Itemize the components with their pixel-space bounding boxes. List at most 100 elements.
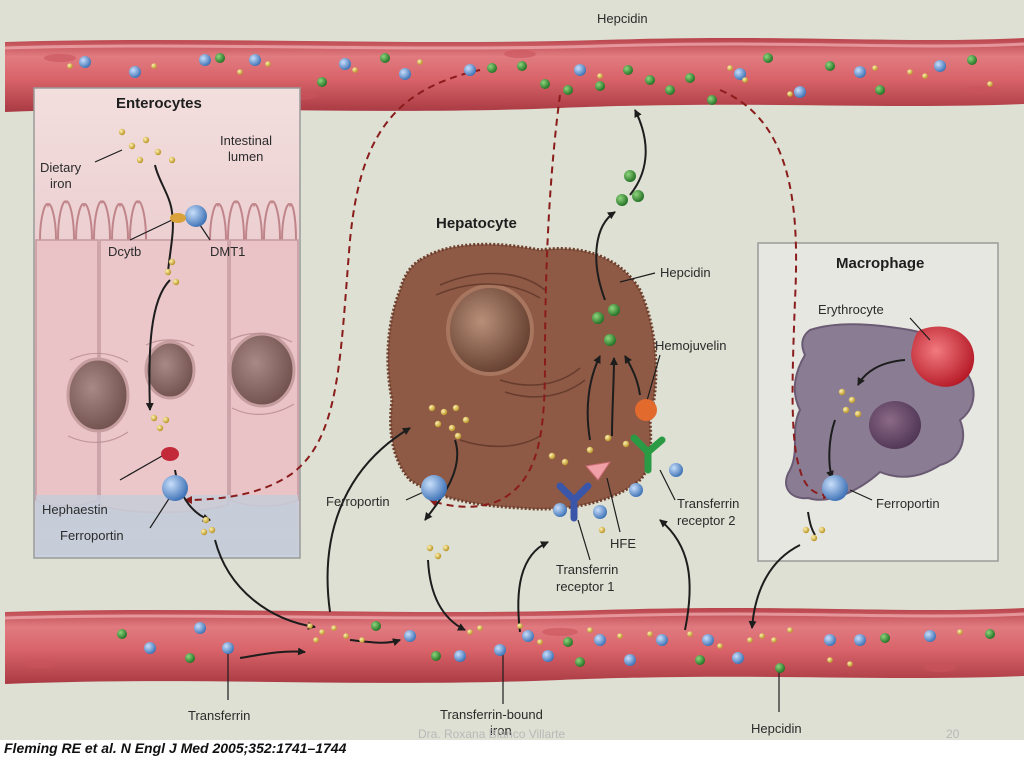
iron-molecule [604,434,612,442]
hepcidin-molecule [592,312,604,324]
hepcidin-molecule [880,633,890,643]
iron-molecule [477,625,483,631]
transferrin-molecule [734,68,746,80]
label-dietary-iron-1: Dietary [40,160,82,175]
hfe-protein [585,461,612,481]
hepcidin-molecule [825,61,835,71]
iron-molecule [128,142,136,150]
iron-molecule [359,637,365,643]
enterocyte-nucleus-1 [66,357,130,433]
label-hephaestin: Hephaestin [42,502,108,517]
enterocyte-nucleus-2 [144,340,196,400]
label-dmt1: DMT1 [210,244,245,259]
transferrin-receptor-2 [630,434,666,474]
iron-molecule [587,627,593,633]
transferrin-molecule [194,622,206,634]
iron-molecule [313,637,319,643]
iron-molecule [597,73,603,79]
ferroportin-hepatocyte-channel [421,475,447,501]
label-intestinal-lumen-1: Intestinal [220,133,272,148]
label-transferrin-bound-1: Transferrin-bound [440,707,543,722]
iron-molecule [537,639,543,645]
hepcidin-molecule [763,53,773,63]
label-transferrin-receptor1-1: Transferrin [556,562,618,577]
iron-molecule [164,268,172,276]
iron-molecule [156,424,164,432]
iron-molecule [818,526,826,534]
label-transferrin-receptor2-2: receptor 2 [677,513,736,528]
iron-molecule [847,661,853,667]
transferrin-molecule [199,54,211,66]
label-enterocytes: Enterocytes [116,95,202,112]
iron-molecule [586,446,594,454]
footer-author: Dra. Roxana Blanco Villarte [418,727,566,741]
iron-molecule [771,637,777,643]
transferrin-molecule [594,634,606,646]
iron-molecule [307,623,313,629]
label-ferroportin-hepatocyte: Ferroportin [326,494,390,509]
iron-molecule [452,404,460,412]
transferrin-molecule [924,630,936,642]
iron-molecule [517,623,523,629]
iron-molecule [151,63,157,69]
label-transferrin-bottom: Transferrin [188,708,250,723]
hepcidin-molecule [632,190,644,202]
transferrin-molecule [399,68,411,80]
iron-molecule [434,420,442,428]
hepcidin-molecule [645,75,655,85]
hepcidin-molecule [967,55,977,65]
iron-molecule [417,59,423,65]
enterocyte-panel [33,87,301,559]
footer-band [0,740,1024,768]
hepcidin-molecule [616,194,628,206]
label-hepcidin-bottom: Hepcidin [751,721,802,736]
iron-molecule [331,625,337,631]
iron-molecule [118,128,126,136]
transferrin-molecule [854,634,866,646]
microvilli [39,200,297,241]
macrophage-panel [757,242,999,562]
transferrin-molecule [624,654,636,666]
transferrin-molecule [494,644,506,656]
hepcidin-molecule [317,77,327,87]
hepcidin-molecule [575,657,585,667]
iron-molecule [548,452,556,460]
ferroportin-macrophage-channel [822,475,848,501]
iron-molecule [742,77,748,83]
transferrin-molecule [339,58,351,70]
iron-molecule [150,414,158,422]
footer-page-number: 20 [946,727,960,741]
iron-molecule [561,458,569,466]
iron-molecule [448,424,456,432]
label-intestinal-lumen-2: lumen [228,149,263,164]
iron-molecule [200,528,208,536]
iron-molecule [759,633,765,639]
transferrin-molecule [79,56,91,68]
hepcidin-molecule [185,653,195,663]
dcytb-enzyme [170,213,186,223]
transferrin-molecule [522,630,534,642]
transferrin-molecule [732,652,744,664]
label-macrophage: Macrophage [836,255,924,272]
transporters [161,205,848,522]
iron-molecule [208,526,216,534]
iron-molecule [440,408,448,416]
label-hepatocyte: Hepatocyte [436,215,517,232]
enterocyte-nucleus-3 [228,332,296,408]
iron-molecule [647,631,653,637]
iron-molecule [987,81,993,87]
iron-molecule [957,629,963,635]
hepatocyte-nucleus [446,284,534,376]
iron-molecule [467,629,473,635]
iron-molecule [237,69,243,75]
hepcidin-molecule [517,61,527,71]
label-hepcidin-mid: Hepcidin [660,265,711,280]
transferrin-molecule [934,60,946,72]
iron-molecule [136,156,144,164]
hemojuvelin-protein [635,399,657,421]
iron-molecule [854,410,862,418]
iron-molecule [838,388,846,396]
iron-molecule [827,657,833,663]
